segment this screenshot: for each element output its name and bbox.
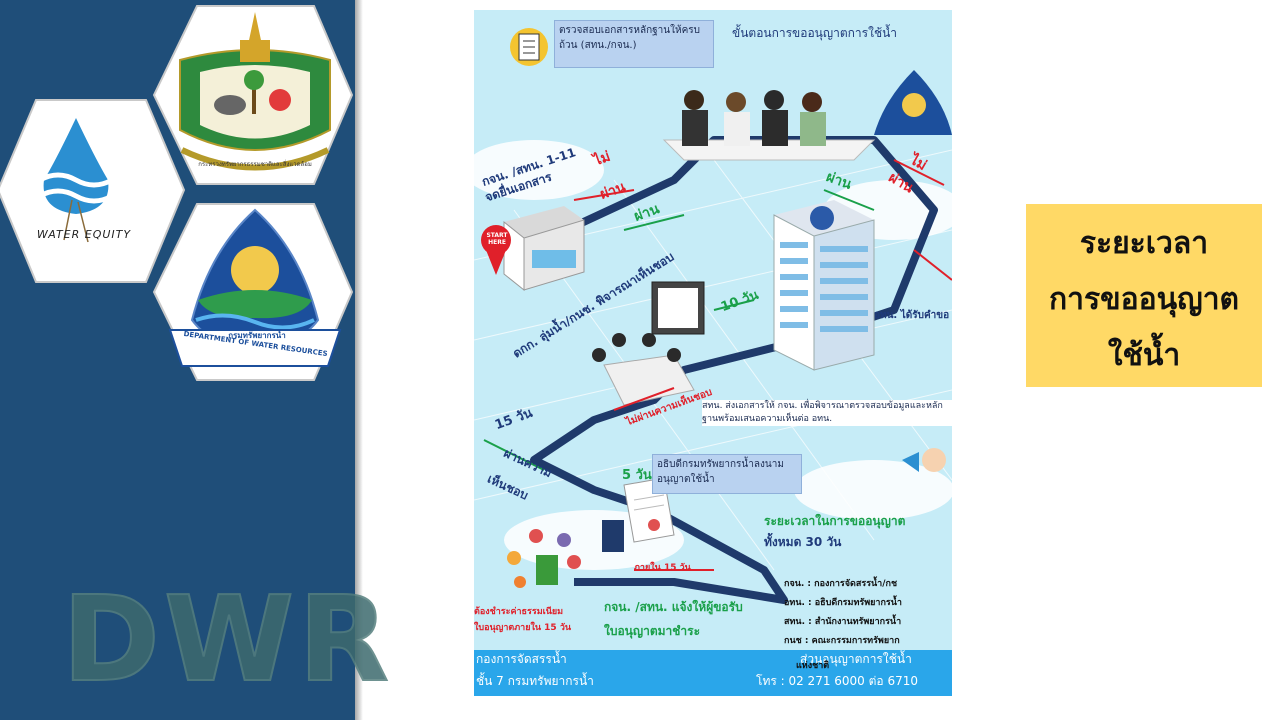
- ministry-caption-text: กระทรวงทรัพยากรธรรมชาติและสิ่งแวดล้อม: [198, 161, 312, 168]
- water-drop-icon: [38, 118, 114, 243]
- notify-line-1: กจน. /สทน. แจ้งให้ผู้ขอรับ: [604, 600, 743, 614]
- check-documents-box: ตรวจสอบเอกสารหลักฐานให้ครบถ้วน (สทน./กจน…: [554, 20, 714, 68]
- footer-right-1: ส่วนอนุญาตการใช้น้ำ: [800, 652, 912, 666]
- footer-right-2: โทร : 02 271 6000 ต่อ 6710: [756, 674, 918, 688]
- logo-hexagons: [0, 5, 354, 381]
- timeline-line-2: ทั้งหมด 30 วัน: [764, 535, 842, 549]
- payment-icon: [507, 529, 581, 588]
- fee-line-1: ต้องชำระค่าธรรมเนียม: [474, 607, 564, 617]
- title-line-2: การขออนุญาต: [1048, 282, 1240, 317]
- poster-header: ขั้นตอนการขออนุญาตการใช้น้ำ: [732, 26, 898, 40]
- title-line-3: ใช้น้ำ: [1107, 338, 1181, 373]
- sign-box: อธิบดีกรมทรัพยากรน้ำลงนามอนุญาตใช้น้ำ: [652, 454, 802, 494]
- dwr-caption-th: กรมทรัพยากรน้ำ: [228, 331, 286, 340]
- dwr-emblem-small-icon: [874, 70, 952, 135]
- notify-line-2: ใบอนุญาตมาชำระ: [604, 624, 701, 638]
- start-badge: START HERE: [486, 232, 508, 246]
- checklist-icon: [510, 28, 548, 66]
- footer-left-1: กองการจัดสรรน้ำ: [476, 652, 567, 666]
- title-card: ระยะเวลา การขออนุญาต ใช้น้ำ: [1026, 204, 1262, 387]
- footer-left-2: ชั้น 7 กรมทรัพยากรน้ำ: [476, 674, 594, 688]
- ministry-emblem-icon: [179, 12, 331, 171]
- director-received: อทน. ได้รับคำขอ: [874, 310, 950, 321]
- legend-item: กจน. : กองการจัดสรรน้ำ/กช: [784, 579, 898, 589]
- poster-background: [474, 28, 952, 604]
- sidebar-shadow: [355, 0, 363, 720]
- legend-item: สทน. : สำนักงานทรัพยากรน้ำ: [784, 617, 902, 627]
- signing-document-icon: [602, 477, 675, 552]
- legend-item: กนช : คณะกรรมการทรัพยาก: [784, 636, 900, 646]
- dwr-emblem-icon: [168, 208, 342, 367]
- committee-meeting-illustration: [592, 281, 705, 406]
- days-5: 5 วัน: [622, 468, 652, 483]
- dwr-watermark: DWR: [61, 569, 393, 709]
- meeting-illustration: [662, 90, 876, 161]
- within-15: ภายใน 15 วัน: [634, 563, 691, 573]
- water-permit-poster: ตรวจสอบเอกสารหลักฐานให้ครบถ้วน (สทน./กจน…: [474, 10, 952, 696]
- office-building-small-icon: [503, 206, 585, 292]
- legend-tail: แห่งชาติ: [796, 661, 830, 671]
- submit-note: สทน. ส่งเอกสารให้ กจน. เพื่อพิจารณาตรวจส…: [702, 400, 952, 426]
- title-line-1: ระยะเวลา: [1079, 226, 1209, 261]
- poster-footer: กองการจัดสรรน้ำ ชั้น 7 กรมทรัพยากรน้ำ ส่…: [474, 650, 952, 696]
- megaphone-person-icon: [902, 448, 946, 472]
- water-equity-caption: WATER EQUITY: [36, 228, 132, 241]
- timeline-line-1: ระยะเวลาในการขออนุญาต: [764, 514, 906, 528]
- start-pin-icon: [481, 225, 511, 275]
- legend-item: อทน. : อธิบดีกรมทรัพยากรน้ำ: [784, 598, 902, 608]
- office-tower-icon: [773, 200, 875, 371]
- abbreviation-legend: กจน. : กองการจัดสรรน้ำ/กช อทน. : อธิบดีก…: [784, 575, 952, 651]
- fee-line-2: ใบอนุญาตภายใน 15 วัน: [474, 623, 572, 633]
